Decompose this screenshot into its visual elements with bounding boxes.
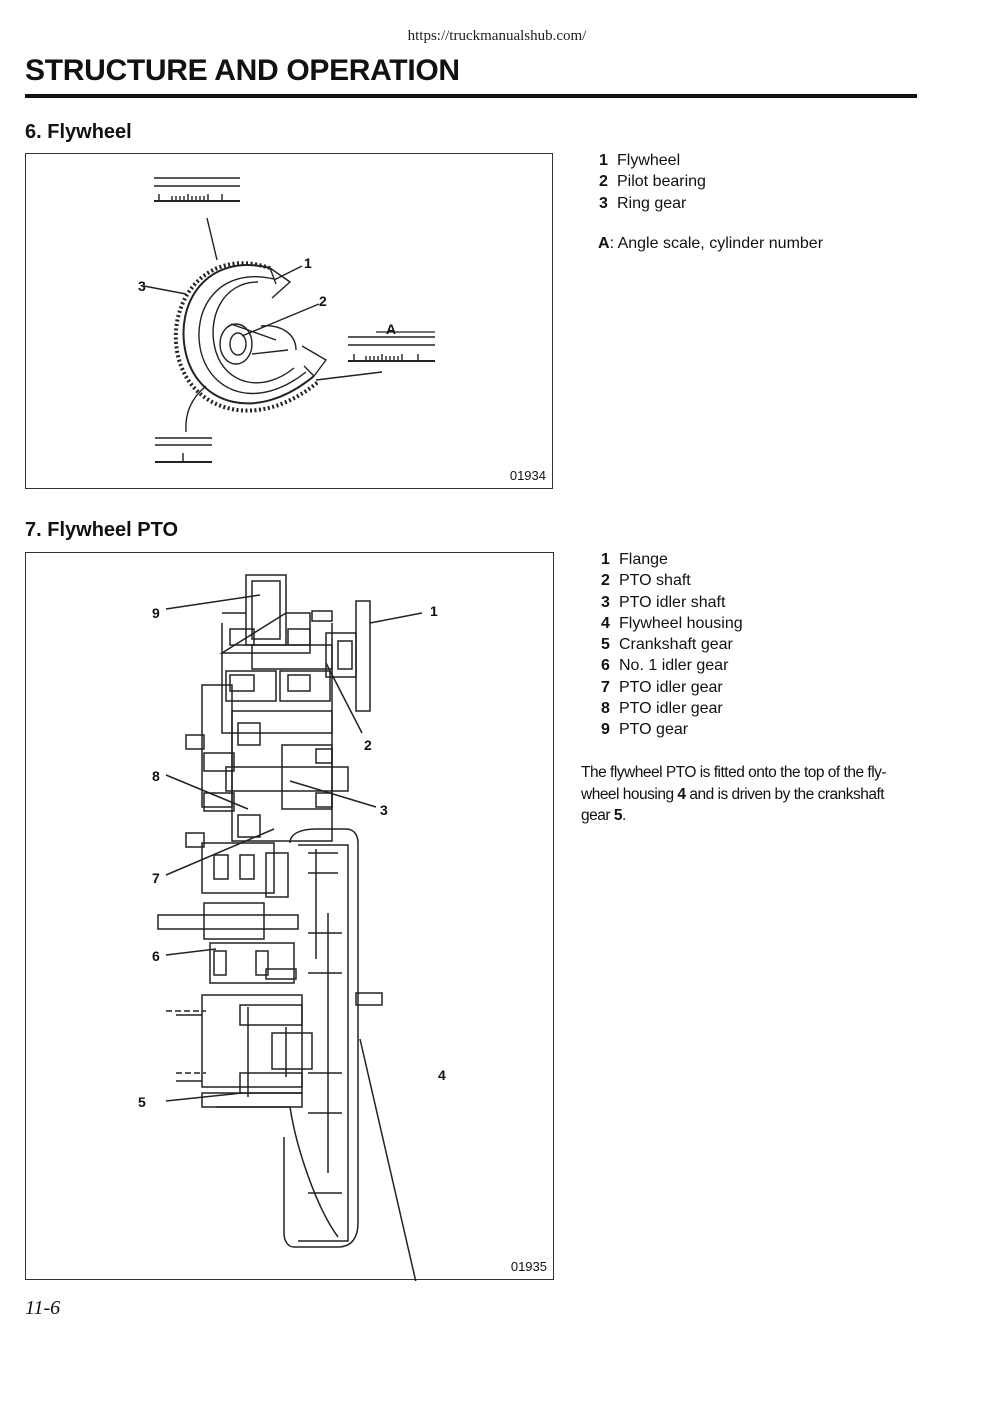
callout-6: 6	[152, 948, 160, 964]
callout-1: 1	[430, 603, 438, 619]
callout-a: A	[386, 321, 396, 337]
section-heading-flywheel-pto: 7. Flywheel PTO	[25, 519, 179, 541]
flywheel-illustration: 1 2 3 A	[138, 177, 435, 463]
page-number: 11-6	[25, 1297, 61, 1319]
callout-7: 7	[152, 870, 160, 886]
callout-3: 3	[138, 278, 146, 294]
page-title: STRUCTURE AND OPERATION	[25, 54, 460, 87]
flywheel-pto-figure: 1 2 3 4 5 6 7 8 9 01935	[25, 552, 554, 1281]
flywheel-figure: 1 2 3 A 01934	[25, 153, 553, 489]
angle-scale-note: A: Angle scale, cylinder number	[598, 235, 824, 252]
flywheel-pto-description: The flywheel PTO is fitted onto the top …	[581, 764, 887, 824]
figure-code: 01934	[509, 468, 546, 483]
title-rule	[25, 94, 917, 98]
figure-code: 01935	[510, 1259, 547, 1274]
source-url[interactable]: https://truckmanualshub.com/	[407, 28, 587, 44]
callout-2: 2	[319, 293, 327, 309]
section-heading-flywheel: 6. Flywheel	[25, 121, 132, 143]
callout-4: 4	[438, 1067, 446, 1083]
flywheel-pto-illustration: 1 2 3 4 5 6 7 8 9	[138, 574, 446, 1281]
callout-3: 3	[380, 802, 388, 818]
callout-9: 9	[152, 605, 160, 621]
callout-8: 8	[152, 768, 160, 784]
callout-5: 5	[138, 1094, 146, 1110]
callout-2: 2	[364, 737, 372, 753]
callout-1: 1	[304, 255, 312, 271]
